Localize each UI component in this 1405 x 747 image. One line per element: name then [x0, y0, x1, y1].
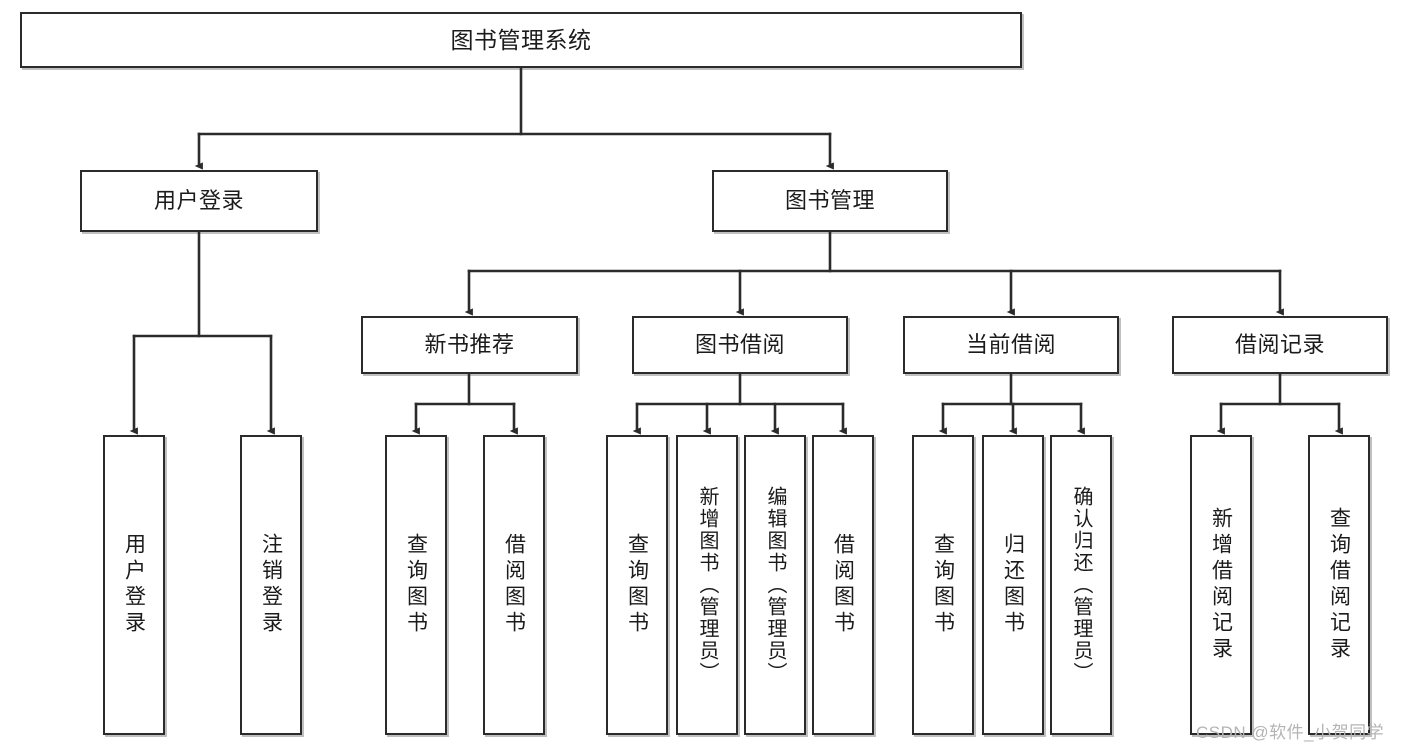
leaf-current-confirm-return-admin[interactable]: 确认归还（管理员）: [1050, 435, 1112, 735]
leaf-borrow-query-book[interactable]: 查询图书: [606, 435, 668, 735]
node-current-borrow[interactable]: 当前借阅: [903, 316, 1119, 374]
node-label: 用户登录: [122, 533, 146, 637]
node-label: 编辑图书（管理员）: [764, 486, 786, 684]
leaf-record-query-record[interactable]: 查询借阅记录: [1308, 435, 1370, 735]
leaf-borrow-borrow-book[interactable]: 借阅图书: [812, 435, 874, 735]
node-label: 图书管理系统: [450, 26, 592, 53]
node-label: 借阅记录: [1234, 332, 1325, 358]
node-new-book-recommend[interactable]: 新书推荐: [361, 316, 578, 374]
csdn-watermark: CSDN @软件_小贺同学: [1196, 723, 1385, 742]
node-book-borrow[interactable]: 图书借阅: [632, 316, 848, 374]
node-label: 查询图书: [404, 533, 428, 637]
leaf-record-add-record[interactable]: 新增借阅记录: [1190, 435, 1252, 735]
node-label: 确认归还（管理员）: [1070, 486, 1092, 684]
node-label: 新增图书（管理员）: [696, 486, 718, 684]
node-root-system[interactable]: 图书管理系统: [20, 12, 1022, 68]
leaf-recommend-borrow-book[interactable]: 借阅图书: [483, 435, 545, 735]
leaf-user-login-login[interactable]: 用户登录: [103, 435, 165, 735]
node-label: 查询图书: [625, 533, 649, 637]
leaf-current-query-book[interactable]: 查询图书: [912, 435, 974, 735]
leaf-current-return-book[interactable]: 归还图书: [982, 435, 1044, 735]
node-user-login[interactable]: 用户登录: [80, 170, 318, 232]
leaf-borrow-edit-book-admin[interactable]: 编辑图书（管理员）: [744, 435, 806, 735]
node-book-management[interactable]: 图书管理: [712, 170, 948, 232]
node-label: 查询借阅记录: [1327, 507, 1351, 663]
node-label: 当前借阅: [965, 332, 1056, 358]
node-label: 注销登录: [259, 533, 283, 637]
node-label: 新书推荐: [424, 332, 515, 358]
node-label: 归还图书: [1001, 533, 1025, 637]
node-label: 用户登录: [153, 188, 244, 214]
leaf-recommend-query-book[interactable]: 查询图书: [385, 435, 447, 735]
node-label: 借阅图书: [831, 533, 855, 637]
leaf-borrow-add-book-admin[interactable]: 新增图书（管理员）: [676, 435, 738, 735]
node-label: 查询图书: [931, 533, 955, 637]
leaf-user-login-logout[interactable]: 注销登录: [240, 435, 302, 735]
node-label: 图书管理: [784, 188, 875, 214]
node-label: 图书借阅: [694, 332, 785, 358]
node-label: 新增借阅记录: [1209, 507, 1233, 663]
node-label: 借阅图书: [502, 533, 526, 637]
node-borrow-record[interactable]: 借阅记录: [1172, 316, 1388, 374]
